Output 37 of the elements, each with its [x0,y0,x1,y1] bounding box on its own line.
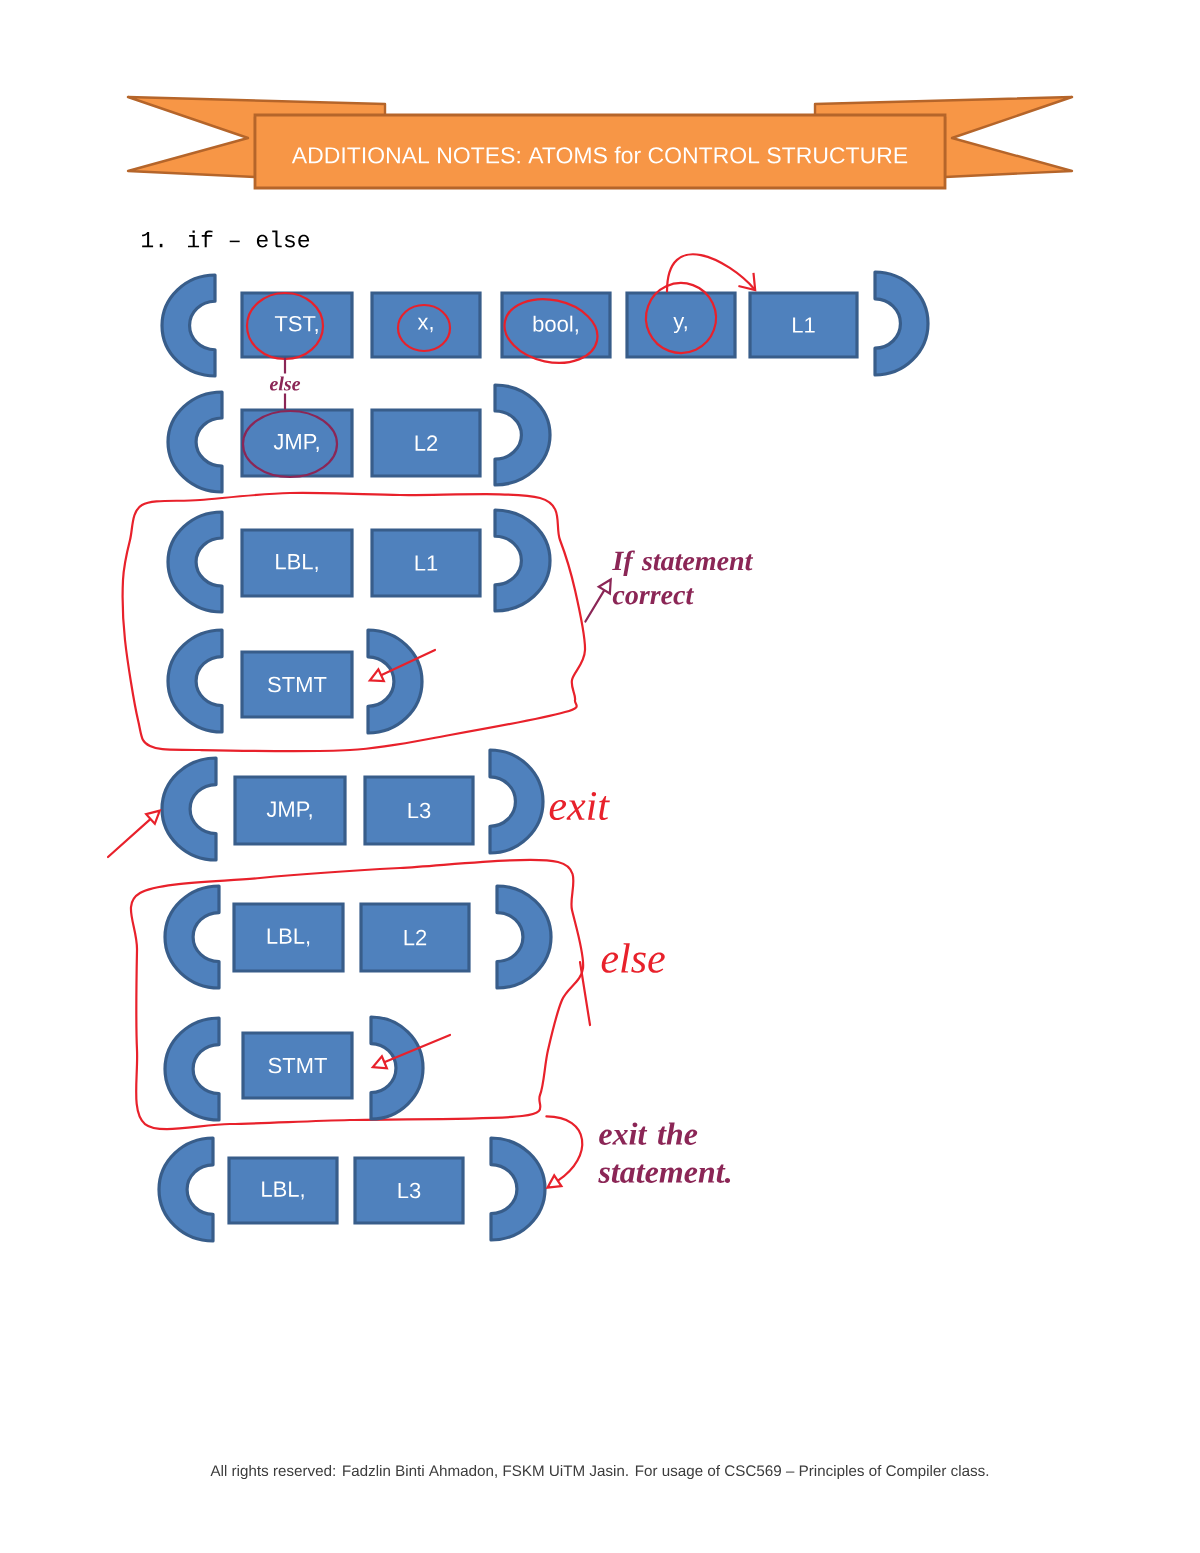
token-box: L2 [370,408,482,478]
token-box: STMT [240,650,354,719]
handwritten-note: exit the statement. [598,1122,731,1184]
token-box: L3 [353,1156,465,1225]
token-box: x, [370,291,482,359]
handwritten-note: else [601,943,665,973]
right-bracket [873,270,930,377]
arrow [545,1115,584,1189]
right-bracket [489,1136,547,1242]
left-bracket [160,273,217,378]
handwritten-note: exit [549,791,610,821]
left-bracket [157,1136,215,1243]
left-bracket [160,756,218,862]
left-bracket [166,390,224,494]
right-bracket [493,508,552,613]
token-box: JMP, [233,775,347,846]
left-bracket [166,628,224,734]
token-box: L1 [748,291,859,359]
right-bracket [493,383,552,487]
token-box: JMP, [240,408,354,479]
token-box: LBL, [240,528,354,598]
token-box: y, [625,281,737,359]
section-heading: 1. if – else [142,230,310,248]
right-bracket [366,628,424,735]
token-box: L1 [370,528,482,598]
left-bracket [166,510,224,614]
ribbon-banner: ADDITIONAL NOTES: ATOMS for CONTROL STRUCTURE [126,95,1074,190]
edge-label: else [266,373,304,394]
token-box: L3 [363,775,475,846]
token-box: bool, [500,291,612,364]
token-box: TST, [240,291,354,361]
footer-note: All rights reserved: Fadzlin Binti Ahmadon, FSKM UiTM Jasin. For usage of CSC569 – Principles of Compiler class. [210,1464,989,1480]
handwritten-note: If statement correct [612,550,754,605]
token-box: LBL, [227,1156,339,1225]
arrow [665,253,757,293]
freehand-outline [121,491,587,753]
right-bracket [488,748,545,855]
